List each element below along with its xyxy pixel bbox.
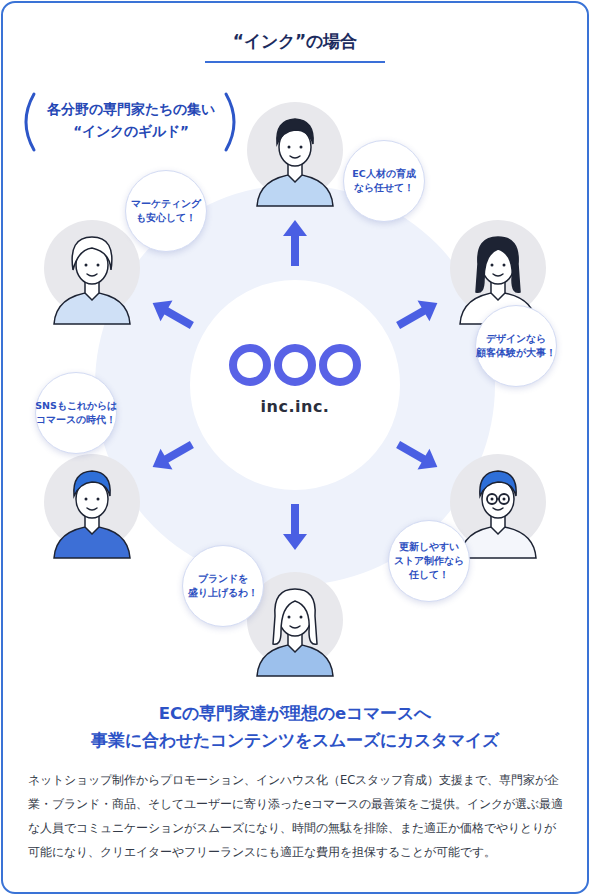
body-text: ネットショップ制作からプロモーション、インハウス化（ECスタッフ育成）支援まで、… xyxy=(28,768,564,865)
expert-node: EC人材の育成 なら任せて！ xyxy=(247,102,343,198)
arrow-head xyxy=(283,534,307,550)
arrow-head xyxy=(153,449,173,470)
expert-node: デザインなら 顧客体験が大事！ xyxy=(450,220,546,316)
arrow-head xyxy=(417,301,437,322)
company-logo xyxy=(190,280,400,490)
person-illustration xyxy=(450,454,546,550)
bubble-text: デザインなら 顧客体験が大事！ xyxy=(470,332,562,360)
section-heading: ECの専門家達が理想のeコマースへ 事業に合わせたコンテンツをスムーズにカスタマ… xyxy=(60,700,530,754)
expert-node: 更新しやすい ストア制作なら 任して！ xyxy=(450,454,546,550)
bubble-text: ブランドを 盛り上げるわ！ xyxy=(182,572,264,600)
speech-bubble: EC人材の育成 なら任せて！ xyxy=(343,140,425,222)
title-underline xyxy=(205,61,385,63)
arrow-connector xyxy=(153,444,192,469)
bubble-text: マーケティング も安心して！ xyxy=(125,197,207,225)
company-circle: inc.inc. xyxy=(190,280,400,490)
arrow-shaft xyxy=(291,504,299,536)
arrow-shaft xyxy=(165,444,192,460)
person-illustration xyxy=(450,220,546,316)
expert-node: マーケティング も安心して！ xyxy=(44,220,140,316)
arrow-shaft xyxy=(398,310,425,326)
arrow-connector xyxy=(398,301,437,326)
arrow-connector xyxy=(398,444,437,469)
arrow-shaft xyxy=(398,444,425,460)
bubble-text: EC人材の育成 なら任せて！ xyxy=(344,167,424,195)
arrow-head xyxy=(283,220,307,236)
speech-bubble: デザインなら 顧客体験が大事！ xyxy=(475,305,557,387)
speech-bubble: 更新しやすい ストア制作なら 任して！ xyxy=(388,520,470,602)
arrow-shaft xyxy=(291,234,299,266)
expert-node: SNSもこれからは コマースの時代！ xyxy=(44,454,140,550)
bracket xyxy=(26,94,34,150)
bubble-text: SNSもこれからは コマースの時代！ xyxy=(29,399,123,427)
arrow-head xyxy=(153,301,173,322)
speech-bubble: ブランドを 盛り上げるわ！ xyxy=(182,545,264,627)
arrow-head xyxy=(417,449,437,470)
arrow-connector xyxy=(283,504,307,550)
arrow-connector xyxy=(153,301,192,326)
person-illustration xyxy=(247,102,343,198)
speech-bubble: マーケティング も安心して！ xyxy=(125,170,207,252)
speech-bubble: SNSもこれからは コマースの時代！ xyxy=(35,372,117,454)
person-illustration xyxy=(44,220,140,316)
company-name: inc.inc. xyxy=(190,397,400,416)
expert-node: ブランドを 盛り上げるわ！ xyxy=(247,572,343,668)
person-illustration xyxy=(44,454,140,550)
bracket xyxy=(226,94,234,150)
diagram-title: “インク”の場合 xyxy=(0,30,590,53)
arrow-connector xyxy=(283,220,307,266)
arrow-shaft xyxy=(165,310,192,326)
group-label: 各分野の専門家たちの集い “インクのギルド” xyxy=(40,98,222,143)
bubble-text: 更新しやすい ストア制作なら 任して！ xyxy=(388,540,470,581)
